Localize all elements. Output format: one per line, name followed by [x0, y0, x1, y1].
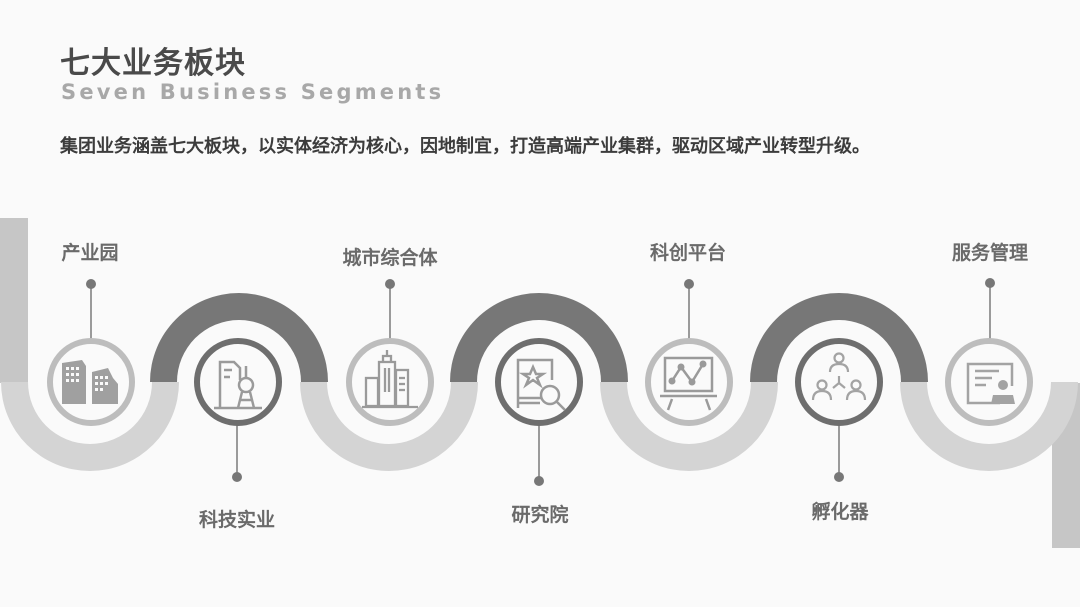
wave-bottom-arcs	[1, 382, 1078, 471]
segment-label-industrial-park: 产业园	[61, 242, 119, 264]
page-title: 七大业务板块	[60, 46, 246, 81]
network-people-icon	[795, 338, 883, 426]
city-complex-icon	[346, 338, 434, 426]
wave-top-arcs	[150, 293, 928, 382]
connector-lines	[90, 283, 991, 481]
segment-label-research-institute: 研究院	[511, 504, 569, 526]
page-description: 集团业务涵盖七大板块，以实体经济为核心，因地制宜，打造高端产业集群，驱动区域产业…	[60, 136, 870, 157]
segment-label-city-complex: 城市综合体	[342, 247, 438, 269]
segment-label-incubator: 孵化器	[811, 501, 869, 523]
page-subtitle: Seven Business Segments	[61, 80, 445, 104]
segment-label-innovation-platform: 科创平台	[649, 242, 727, 264]
connector-dots	[86, 278, 995, 486]
research-book-icon	[495, 338, 583, 426]
segment-label-service-management: 服务管理	[951, 242, 1029, 264]
service-document-icon	[945, 338, 1033, 426]
segment-label-tech-industry: 科技实业	[198, 509, 276, 531]
buildings-icon	[47, 338, 135, 426]
presentation-board-icon	[645, 338, 733, 426]
tech-industry-icon	[194, 338, 282, 426]
left-side-bar	[0, 218, 28, 383]
